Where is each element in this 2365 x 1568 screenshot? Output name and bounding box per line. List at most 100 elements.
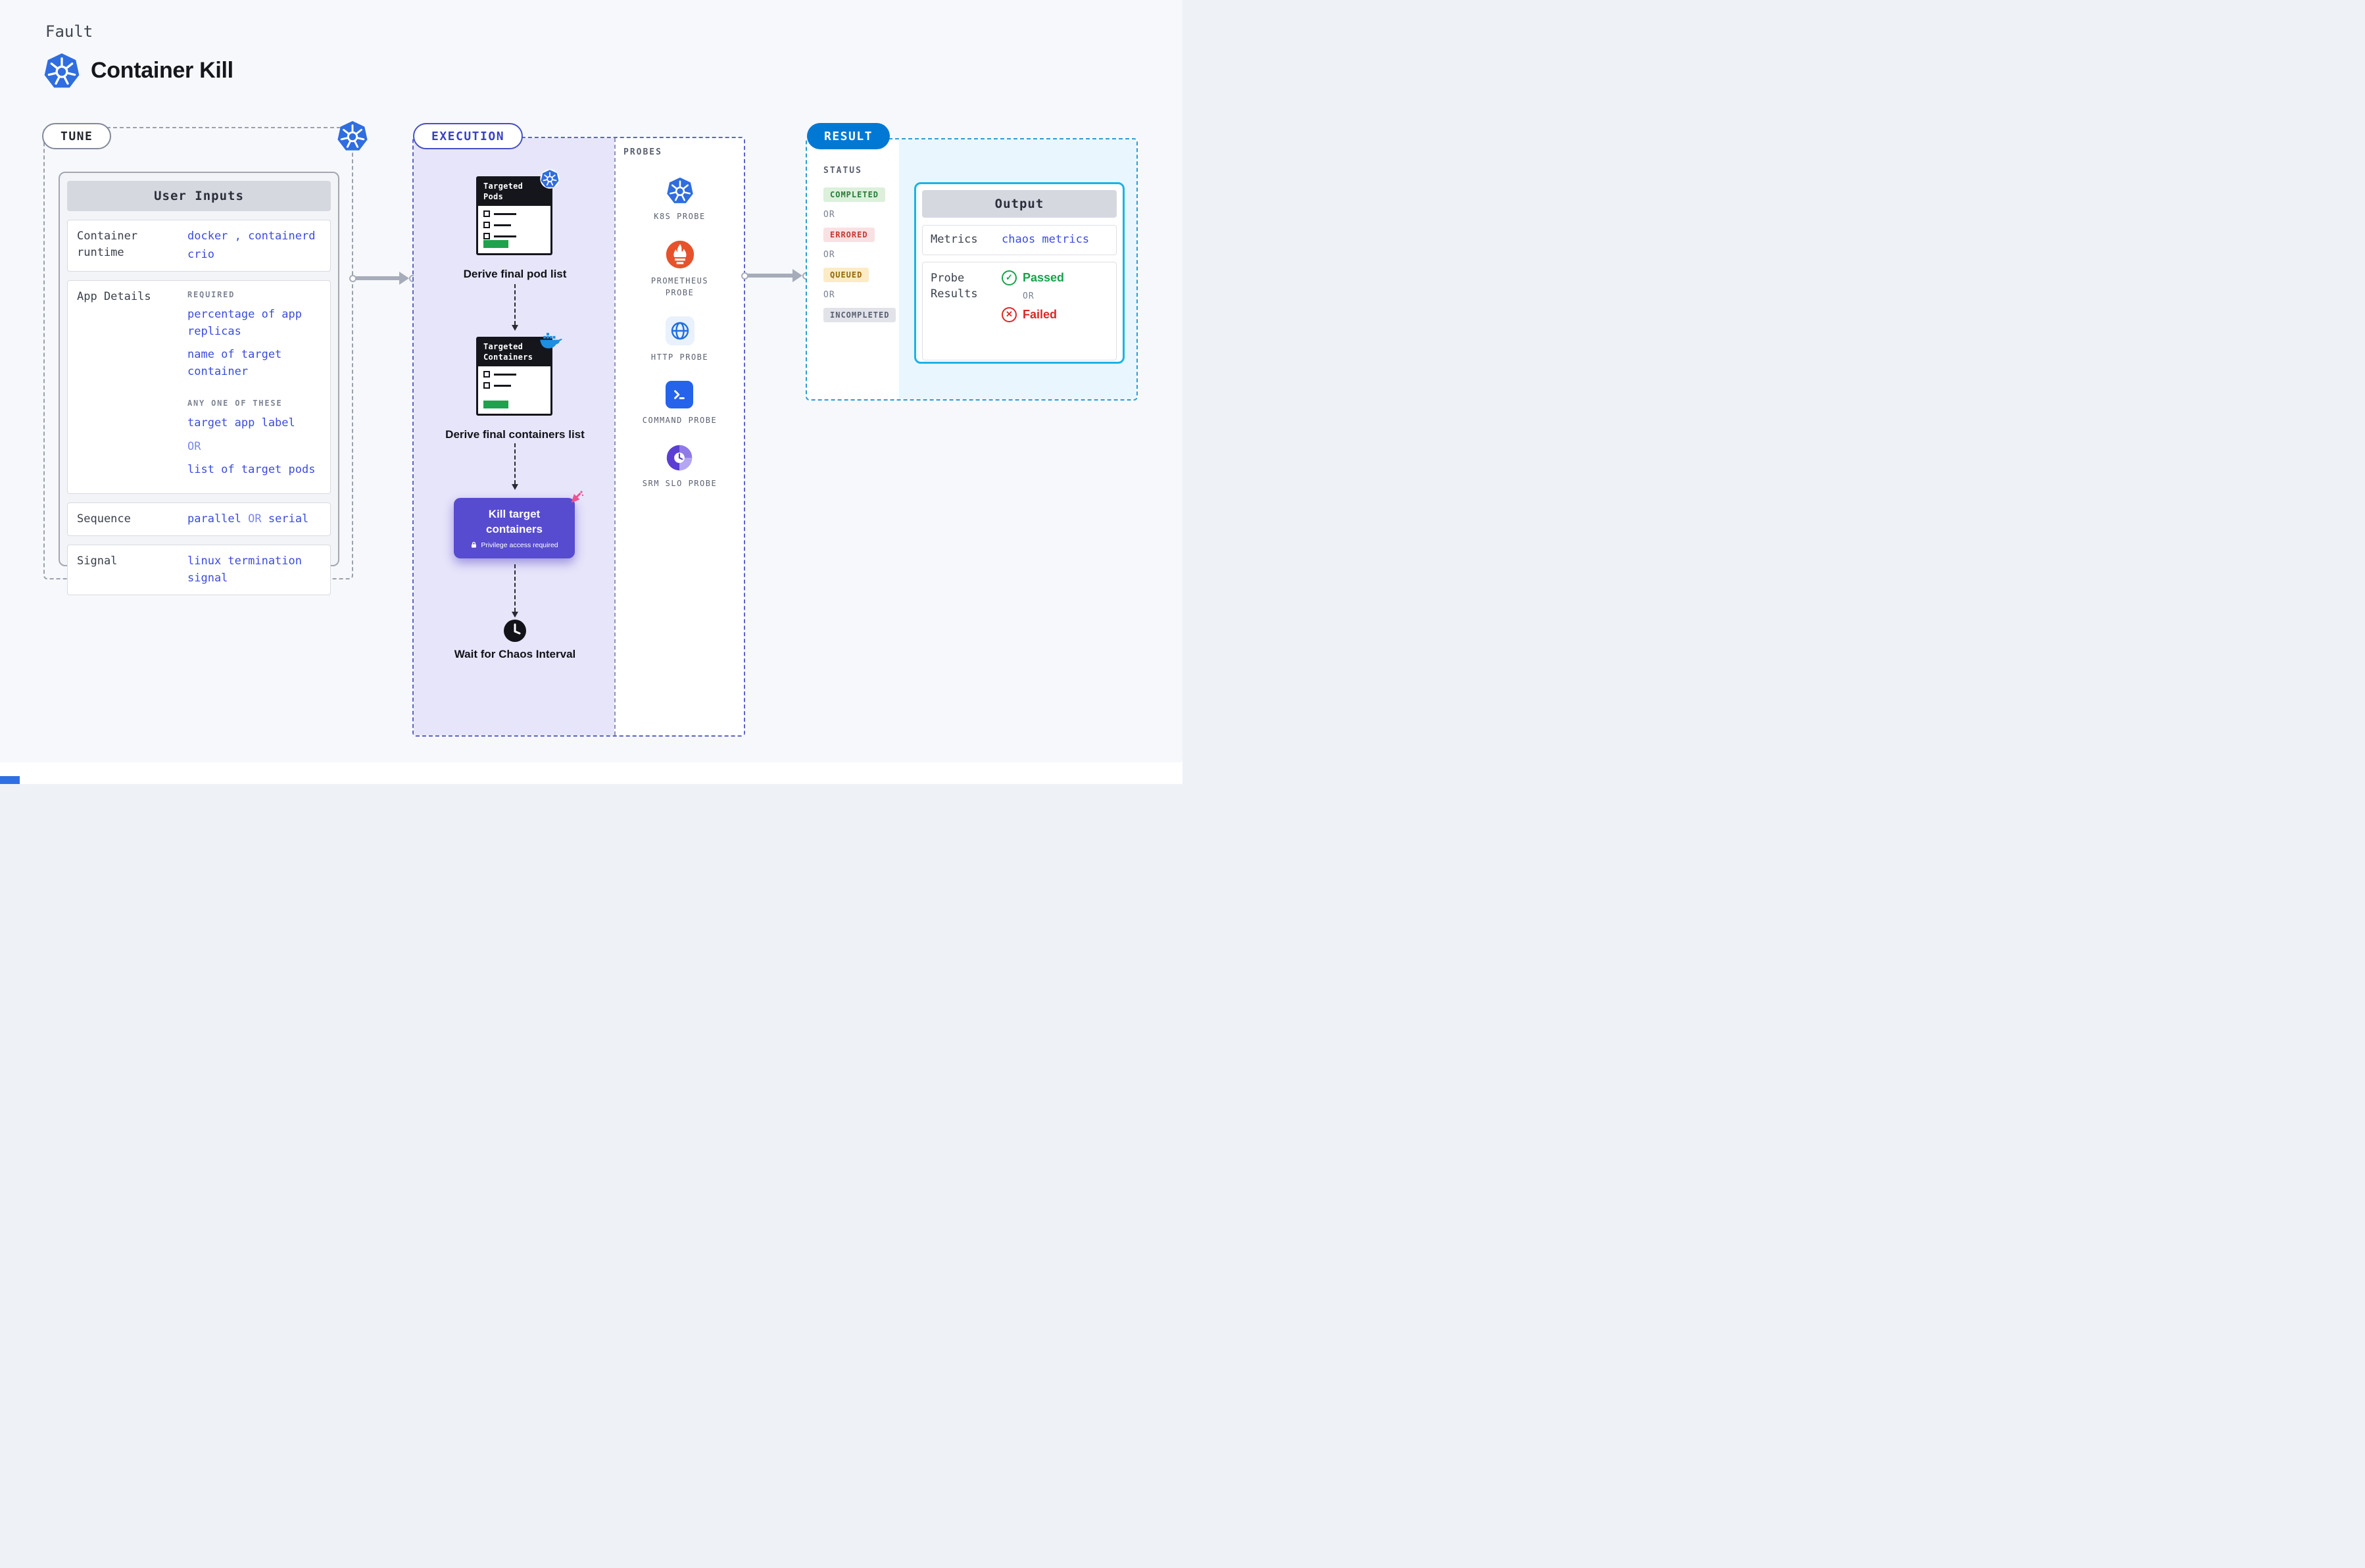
checkbox-icon	[483, 210, 490, 218]
targeted-containers-title: Targeted Containers	[478, 339, 550, 367]
probe-item-prometheus: PROMETHEUS PROBE	[641, 240, 719, 299]
kill-target-containers-node: Kill target containers Privilege access …	[454, 491, 584, 558]
kubernetes-icon	[337, 120, 368, 152]
or-separator: OR	[1023, 291, 1035, 301]
kubernetes-icon	[540, 169, 560, 189]
any-one-option: target app label	[187, 416, 295, 429]
any-one-title: ANY ONE OF THESE	[187, 399, 283, 408]
app-details-value: REQUIRED percentage of app replicas name…	[187, 289, 321, 485]
probe-results-row: Probe Results ✓ Passed OR ✕ Failed	[922, 261, 1117, 360]
kill-node-title: Kill target containers	[486, 508, 543, 535]
probe-item-k8s: K8S PROBE	[654, 177, 706, 222]
fault-kicker: Fault	[45, 22, 93, 41]
probe-label: HTTP PROBE	[650, 353, 709, 362]
arrow-head	[399, 272, 409, 285]
or-separator: OR	[187, 439, 201, 453]
list-line	[494, 212, 516, 215]
flow-connector	[512, 284, 518, 331]
tune-to-execution-arrow	[349, 271, 416, 285]
result-pill: RESULT	[807, 123, 890, 149]
arrow-shaft	[747, 274, 794, 278]
list-line	[494, 384, 511, 387]
execution-pill: EXECUTION	[413, 123, 524, 149]
flow-connector	[512, 443, 518, 490]
step-caption: Derive final containers list	[445, 428, 585, 441]
probes-title: PROBES	[623, 147, 662, 157]
list-line	[494, 373, 516, 376]
checkbox-icon	[483, 222, 490, 229]
output-card: Output Metrics chaos metrics Probe Resul…	[914, 182, 1125, 364]
lock-icon	[470, 541, 477, 549]
container-runtime-row: Container runtime docker , containerd cr…	[67, 220, 331, 272]
progress-bar	[483, 401, 508, 408]
kubernetes-icon	[666, 177, 694, 205]
container-runtime-value: docker , containerd crio	[187, 228, 321, 263]
or-separator: OR	[823, 250, 835, 260]
status-badge-errored: ERRORED	[823, 228, 875, 242]
runtime-values-line1: docker , containerd	[187, 230, 316, 243]
probe-label: K8S PROBE	[654, 212, 706, 221]
required-item: percentage of app replicas	[187, 308, 302, 338]
bottom-accent-chip	[0, 776, 20, 784]
status-column: STATUS COMPLETED OR ERRORED OR QUEUED OR…	[823, 166, 902, 330]
passed-label: Passed	[1023, 270, 1065, 284]
or-separator: OR	[248, 512, 262, 526]
arrow-head	[792, 269, 802, 282]
probe-item-http: HTTP PROBE	[651, 316, 708, 363]
metrics-value: chaos metrics	[1002, 233, 1090, 246]
list-line	[494, 224, 511, 226]
execution-section: Targeted Pods Derive final pod list Targ…	[412, 137, 745, 737]
passed-line: ✓ Passed	[1002, 270, 1064, 285]
user-inputs-header: User Inputs	[67, 181, 331, 211]
kill-node-subtitle-row: Privilege access required	[470, 541, 558, 549]
app-details-label: App Details	[77, 290, 151, 303]
bottom-strip	[0, 762, 1182, 784]
page-title: Container Kill	[91, 58, 233, 83]
step-caption: Derive final pod list	[463, 268, 567, 280]
tune-pill: TUNE	[42, 123, 112, 149]
any-one-option: list of target pods	[187, 463, 316, 476]
signal-row: Signal linux termination signal	[67, 545, 331, 595]
status-badge-incompleted: INCOMPLETED	[823, 308, 896, 322]
sequence-option: parallel	[187, 512, 241, 526]
kill-node-subtitle: Privilege access required	[481, 541, 558, 549]
container-runtime-label: Container runtime	[77, 230, 138, 259]
runtime-values-line2: crio	[187, 247, 214, 261]
targeted-containers-body	[478, 366, 550, 414]
chaos-icon	[569, 489, 585, 505]
signal-label: Signal	[77, 554, 118, 568]
failed-line: ✕ Failed	[1002, 306, 1064, 322]
sequence-value: parallel OR serial	[187, 511, 321, 528]
app-details-row: App Details REQUIRED percentage of app r…	[67, 280, 331, 494]
docker-icon	[539, 330, 562, 349]
status-badge-completed: COMPLETED	[823, 187, 886, 202]
probes-panel: PROBES K8S PROBE PROMETHEUS PROBE HTTP P…	[614, 138, 744, 735]
flow-connector	[512, 564, 518, 618]
or-separator: OR	[823, 210, 835, 220]
required-title: REQUIRED	[187, 290, 235, 299]
progress-bar	[483, 240, 508, 248]
targeted-containers-window: Targeted Containers	[476, 333, 562, 416]
result-section: STATUS COMPLETED OR ERRORED OR QUEUED OR…	[806, 138, 1138, 401]
or-separator: OR	[823, 290, 835, 300]
checkbox-icon	[483, 371, 490, 378]
targeted-pods-body	[478, 206, 550, 253]
targeted-pods-title: Targeted Pods	[478, 178, 550, 207]
user-inputs-card: User Inputs Container runtime docker , c…	[59, 172, 339, 595]
probe-results-value: ✓ Passed OR ✕ Failed	[1002, 270, 1064, 354]
check-circle-icon: ✓	[1002, 270, 1017, 285]
sequence-option: serial	[268, 512, 309, 526]
status-badge-queued: QUEUED	[823, 268, 869, 282]
targeted-pods-window: Targeted Pods	[476, 169, 560, 255]
arrow-shaft	[355, 276, 401, 280]
checkbox-icon	[483, 233, 490, 240]
gauge-icon	[666, 444, 693, 472]
probe-item-command: COMMAND PROBE	[643, 381, 717, 426]
execution-to-result-arrow	[741, 268, 810, 283]
probe-label: PROMETHEUS PROBE	[650, 276, 709, 297]
globe-icon	[665, 316, 695, 345]
sequence-label: Sequence	[77, 512, 131, 526]
list-line	[494, 235, 516, 237]
failed-label: Failed	[1023, 307, 1058, 321]
status-title: STATUS	[823, 166, 862, 176]
